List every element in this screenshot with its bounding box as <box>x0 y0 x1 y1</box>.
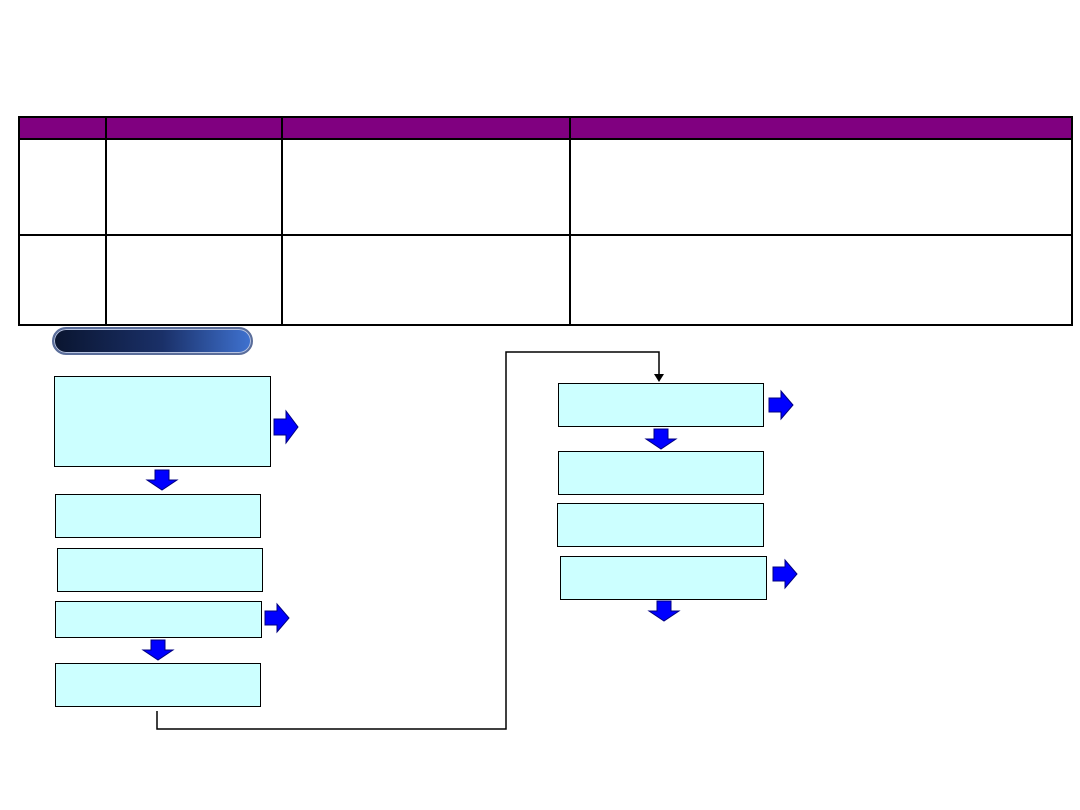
table-header-cell <box>105 116 283 140</box>
down-arrow-icon <box>141 639 175 661</box>
flow-step-left-3 <box>57 548 263 592</box>
right-arrow-icon <box>264 602 290 634</box>
flow-step-right-4 <box>560 556 767 600</box>
table-cell <box>18 138 107 236</box>
section-label-pill <box>52 327 253 355</box>
flow-step-right-2 <box>558 451 764 495</box>
table-row <box>18 234 1073 326</box>
flow-step-left-1 <box>54 376 271 467</box>
down-arrow-icon <box>644 428 678 450</box>
table-cell <box>105 234 283 326</box>
table-row <box>18 138 1073 236</box>
right-arrow-icon <box>768 389 794 421</box>
right-arrow-icon <box>772 558 798 590</box>
table-cell <box>105 138 283 236</box>
table-cell <box>281 234 571 326</box>
table-header-cell <box>569 116 1073 140</box>
table-header-cell <box>18 116 107 140</box>
down-arrow-icon <box>647 600 681 622</box>
flow-step-left-2 <box>55 494 261 538</box>
table-header-cell <box>281 116 571 140</box>
table-header-row <box>18 116 1073 140</box>
down-arrow-icon <box>145 469 179 491</box>
flow-step-left-4 <box>55 601 262 638</box>
info-table <box>18 116 1073 326</box>
table-cell <box>18 234 107 326</box>
flow-step-left-5 <box>55 663 261 707</box>
table-cell <box>569 138 1073 236</box>
table-cell <box>281 138 571 236</box>
table-cell <box>569 234 1073 326</box>
flow-step-right-1 <box>558 383 764 427</box>
right-arrow-icon <box>273 409 299 445</box>
flow-step-right-3 <box>557 503 764 547</box>
